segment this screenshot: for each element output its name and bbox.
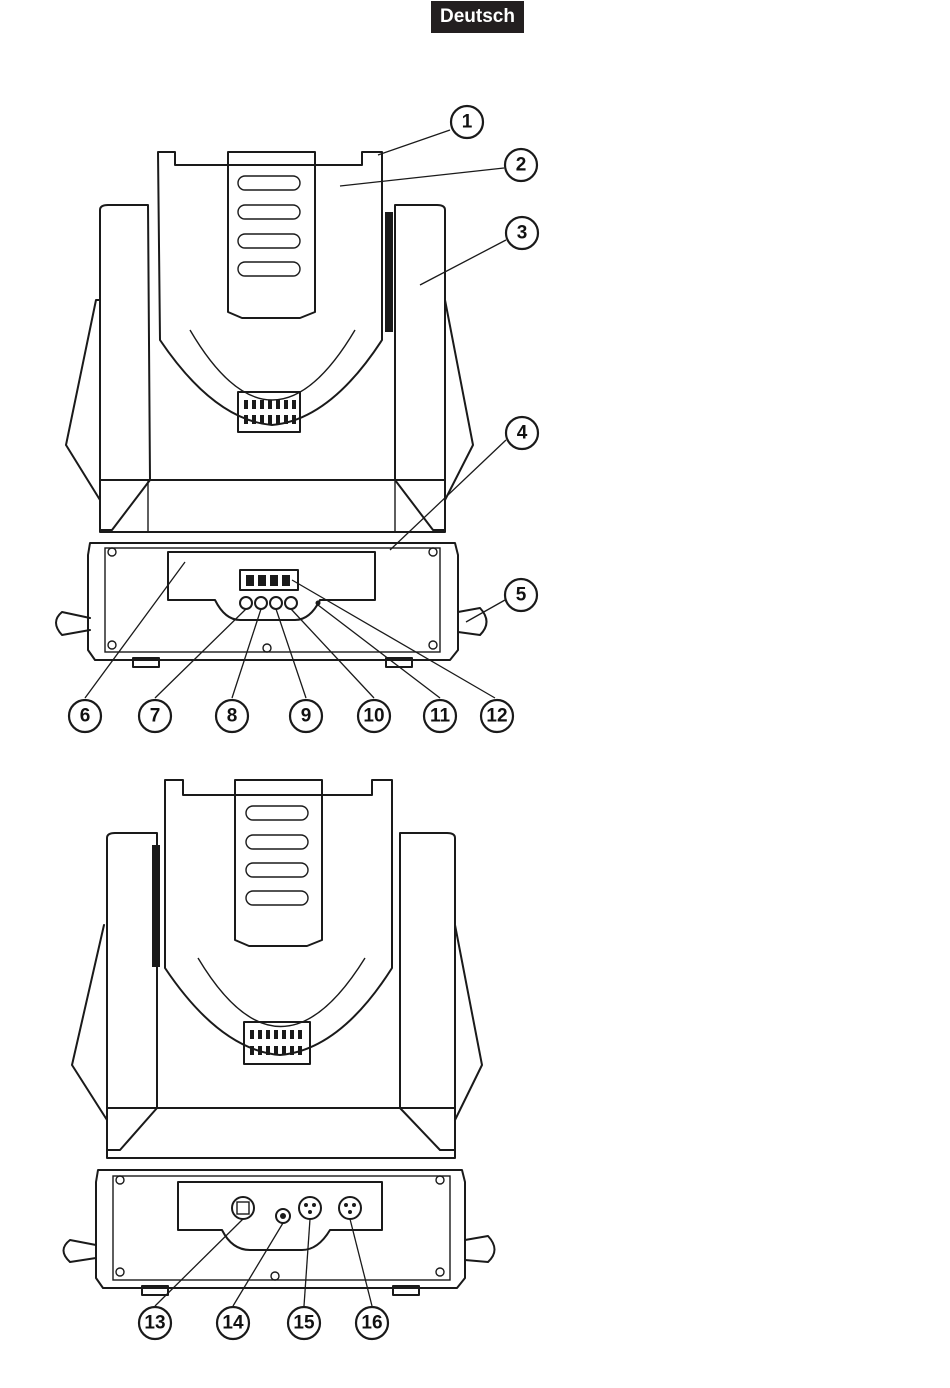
svg-text:8: 8 [227,706,238,727]
svg-text:5: 5 [516,585,527,606]
rear-side-handle-left [64,1240,97,1262]
rear-tilt-gear [152,845,160,967]
head-grille [238,392,300,432]
yoke-crossbeam [100,480,445,532]
tilt-gear [385,212,393,332]
rear-yoke-crossbeam [107,1108,455,1158]
svg-text:2: 2 [516,155,527,176]
right-yoke-arm [395,205,473,530]
svg-text:11: 11 [430,706,451,727]
callout-1: 1 [451,106,483,138]
svg-text:6: 6 [80,706,91,727]
callout-11: 11 [424,700,456,732]
callout-9: 9 [290,700,322,732]
callout-2: 2 [505,149,537,181]
svg-text:16: 16 [361,1313,382,1334]
svg-text:15: 15 [293,1313,315,1334]
svg-text:14: 14 [222,1313,244,1334]
svg-text:9: 9 [301,706,312,727]
callout-5: 5 [505,579,537,611]
svg-text:1: 1 [462,112,473,133]
left-yoke-arm [66,205,150,530]
rear-view: 13 14 15 16 [64,780,495,1339]
rear-right-yoke-arm [400,833,482,1150]
rear-side-handle-right [465,1236,495,1262]
callout-10: 10 [358,700,390,732]
rear-base-housing [96,1170,465,1288]
callout-6: 6 [69,700,101,732]
up-button [270,597,282,609]
rear-left-yoke-arm [72,833,157,1150]
svg-text:12: 12 [486,706,507,727]
callout-15: 15 [288,1307,320,1339]
callout-7: 7 [139,700,171,732]
callout-16: 16 [356,1307,388,1339]
side-handle-left [56,612,90,635]
indicator-led [316,601,321,606]
base-housing [88,543,458,660]
callout-12: 12 [481,700,513,732]
dmx-input-socket [339,1197,361,1219]
svg-text:3: 3 [517,223,528,244]
callout-4: 4 [506,417,538,449]
down-button [285,597,297,609]
moving-head [158,152,382,425]
svg-text:7: 7 [150,706,161,727]
enter-button [255,597,267,609]
svg-text:10: 10 [363,706,384,727]
callout-8: 8 [216,700,248,732]
svg-text:4: 4 [517,423,528,444]
front-view: 1 2 3 4 5 6 7 8 9 10 11 12 [56,106,538,732]
power-input-socket [232,1197,254,1219]
callout-13: 13 [139,1307,171,1339]
svg-text:13: 13 [144,1313,165,1334]
rear-moving-head [165,780,392,1055]
rear-leader-lines [155,1219,372,1306]
side-handle-right [458,608,487,635]
callout-3: 3 [506,217,538,249]
rear-head-grille [244,1022,310,1064]
callout-14: 14 [217,1307,249,1339]
mode-button [240,597,252,609]
dmx-output-socket [299,1197,321,1219]
